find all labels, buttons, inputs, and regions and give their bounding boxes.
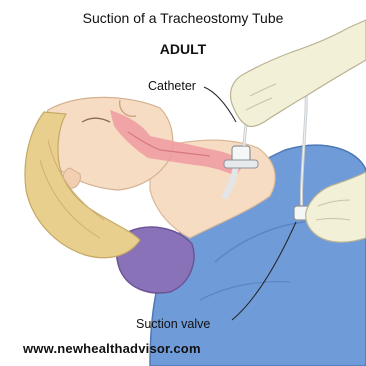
suction-valve-label: Suction valve — [136, 317, 210, 331]
diagram-title: Suction of a Tracheostomy Tube — [0, 10, 366, 26]
catheter-label: Catheter — [148, 79, 196, 93]
gloved-hand-top — [231, 20, 366, 127]
tube-neck-plate — [224, 160, 258, 168]
diagram-subtitle: ADULT — [0, 41, 366, 57]
website-watermark: www.newhealthadvisor.com — [23, 341, 201, 356]
